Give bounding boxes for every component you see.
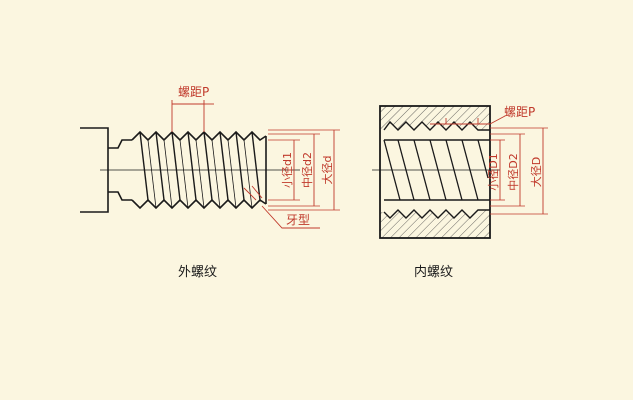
external-pitch-dimension: 螺距P xyxy=(171,85,214,132)
external-profile-leader: 牙型 xyxy=(243,185,320,229)
internal-minor-diameter-label: 小径D1 xyxy=(487,153,500,190)
external-caption: 外螺纹 xyxy=(178,265,217,280)
external-pitch-label: 螺距P xyxy=(178,85,209,99)
external-minor-diameter-label: 小径d1 xyxy=(281,152,294,188)
internal-nut-outline xyxy=(379,105,491,239)
internal-major-diameter-label: 大径D xyxy=(529,157,543,187)
internal-diameter-dimensions xyxy=(490,127,548,215)
external-thread: 螺距P 小径d1 中径d2 大径d 牙型 外螺纹 xyxy=(80,85,340,280)
internal-top-profile xyxy=(383,120,490,131)
external-root-lines xyxy=(147,139,253,209)
internal-pitch-diameter-label: 中径D2 xyxy=(507,153,520,190)
external-bottom-profile xyxy=(131,198,267,210)
internal-thread: 螺距P 小径D1 中径D2 大径D 内螺纹 xyxy=(372,105,548,280)
bolt-neck xyxy=(108,139,132,201)
external-profile-label: 牙型 xyxy=(286,213,310,227)
external-pitch-diameter-label: 中径d2 xyxy=(301,152,314,188)
internal-bottom-profile xyxy=(383,209,490,219)
internal-pitch-label: 螺距P xyxy=(504,105,535,119)
internal-caption: 内螺纹 xyxy=(414,264,453,280)
external-helix-lines xyxy=(139,131,261,201)
internal-pitch-dimension: 螺距P xyxy=(430,105,535,125)
external-diameter-dimensions xyxy=(268,129,340,211)
external-top-profile xyxy=(131,130,267,142)
internal-helix-lines xyxy=(383,139,489,201)
external-major-diameter-label: 大径d xyxy=(320,156,334,185)
